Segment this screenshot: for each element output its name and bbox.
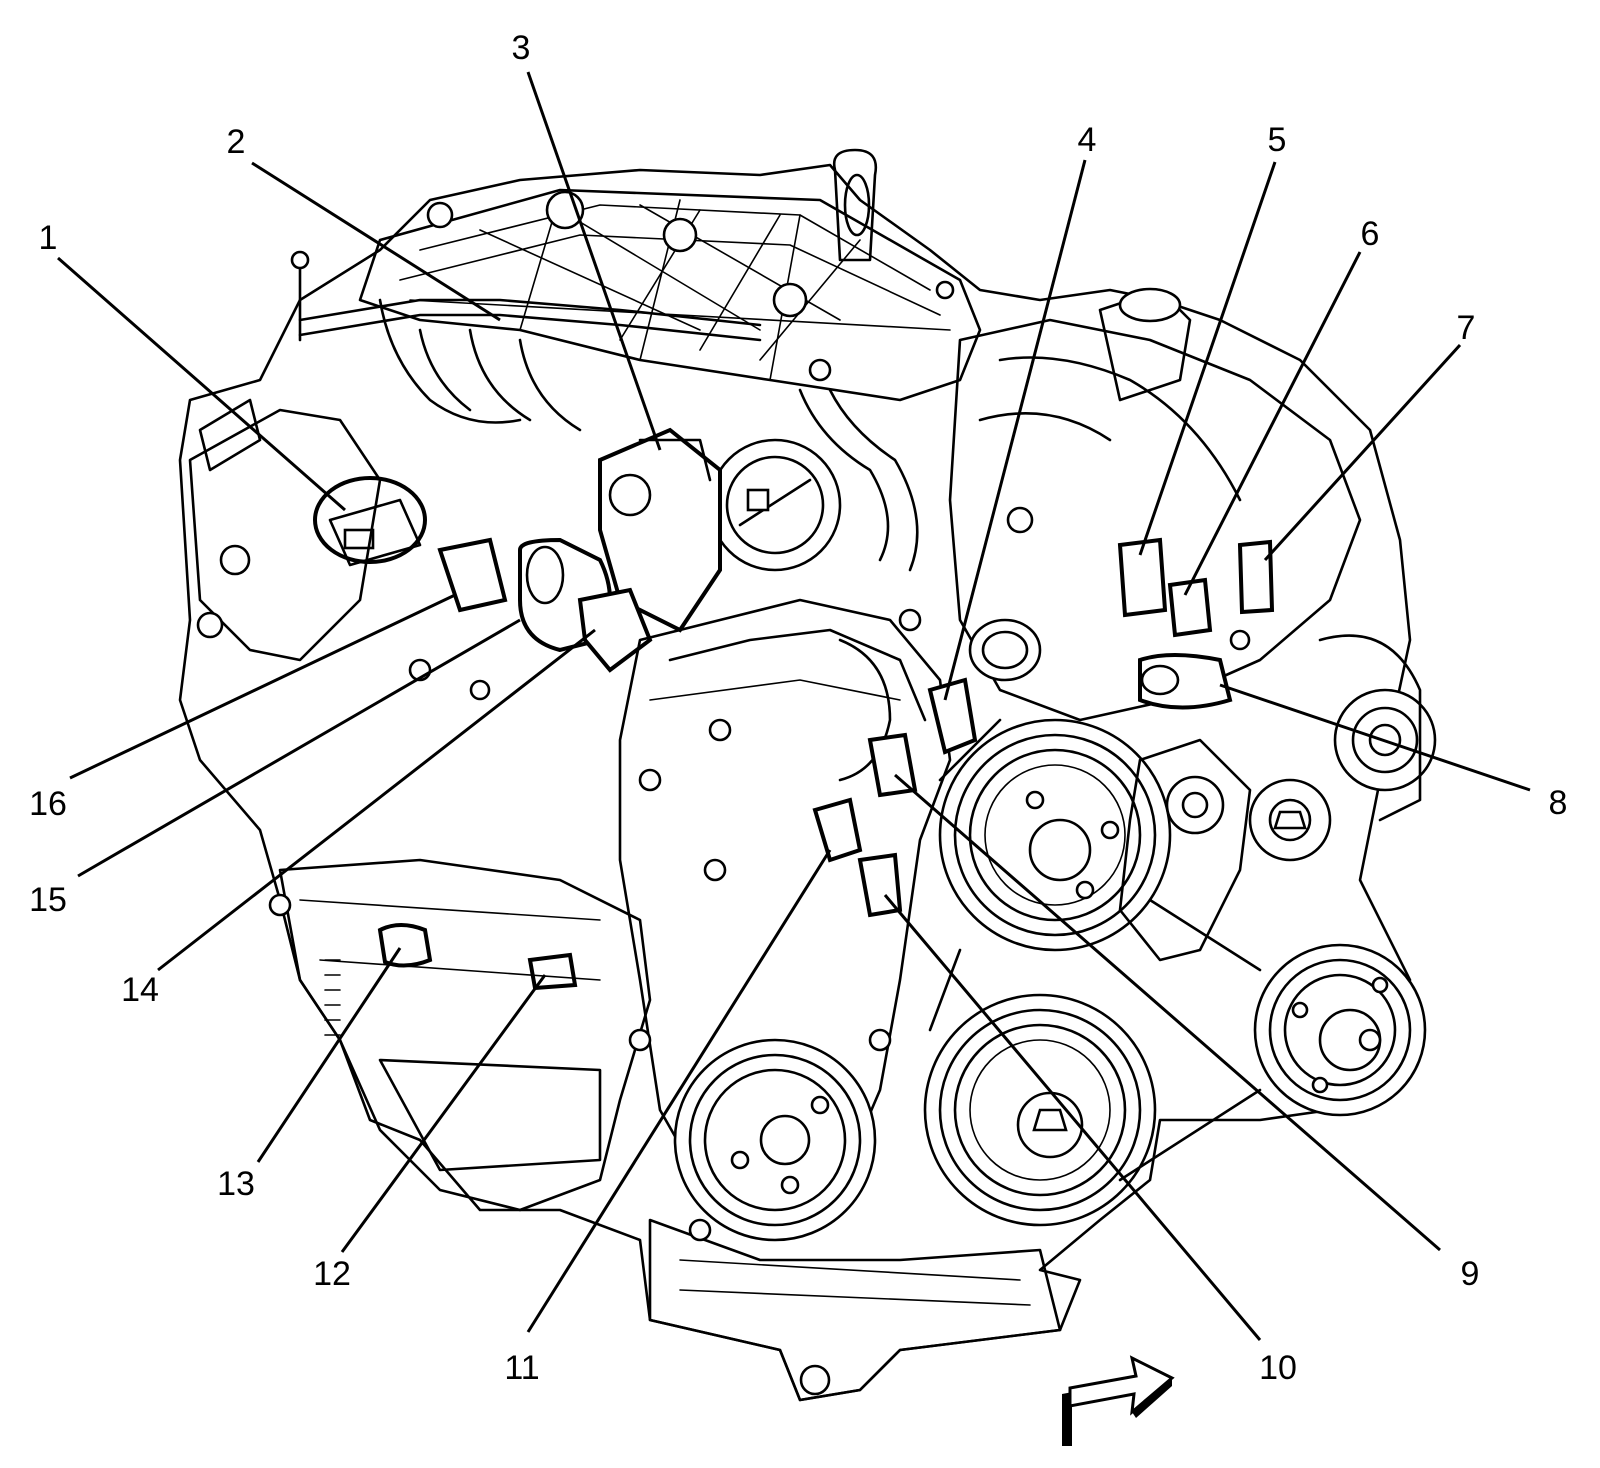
leader-15 bbox=[77, 618, 521, 878]
callout-10: 10 bbox=[1259, 1349, 1297, 1387]
front-direction-arrow-icon bbox=[1062, 1355, 1175, 1446]
callout-8: 8 bbox=[1549, 784, 1568, 822]
callout-4: 4 bbox=[1078, 121, 1097, 159]
callout-11: 11 bbox=[504, 1349, 539, 1387]
callout-1: 1 bbox=[39, 219, 58, 257]
callout-7: 7 bbox=[1457, 309, 1476, 347]
callout-6: 6 bbox=[1361, 215, 1380, 253]
callout-15: 15 bbox=[29, 881, 67, 919]
callout-9: 9 bbox=[1461, 1255, 1480, 1293]
leader-9 bbox=[894, 773, 1441, 1252]
leader-8 bbox=[1219, 683, 1531, 792]
leader-2 bbox=[251, 161, 501, 322]
engine-illustration bbox=[178, 148, 1437, 1402]
leader-5 bbox=[1138, 161, 1277, 556]
callout-13: 13 bbox=[217, 1165, 255, 1203]
leader-4 bbox=[943, 159, 1087, 701]
callout-16: 16 bbox=[29, 785, 67, 823]
callout-labels: 1 2 3 4 5 6 7 8 9 10 11 12 13 14 15 16 bbox=[29, 29, 1567, 1387]
leader-7 bbox=[1263, 343, 1462, 562]
callout-5: 5 bbox=[1268, 121, 1287, 159]
leader-14 bbox=[157, 628, 596, 972]
leader-1 bbox=[57, 256, 346, 512]
leader-6 bbox=[1183, 251, 1362, 596]
callout-12: 12 bbox=[313, 1255, 351, 1293]
leader-11 bbox=[526, 849, 832, 1333]
callout-3: 3 bbox=[512, 29, 531, 67]
leader-13 bbox=[256, 947, 402, 1163]
leader-12 bbox=[340, 974, 547, 1253]
leader-16 bbox=[69, 593, 456, 780]
leader-lines bbox=[57, 71, 1531, 1341]
callout-14: 14 bbox=[121, 971, 159, 1009]
callout-2: 2 bbox=[227, 123, 246, 161]
leader-3 bbox=[526, 71, 662, 451]
leader-10 bbox=[883, 894, 1262, 1341]
